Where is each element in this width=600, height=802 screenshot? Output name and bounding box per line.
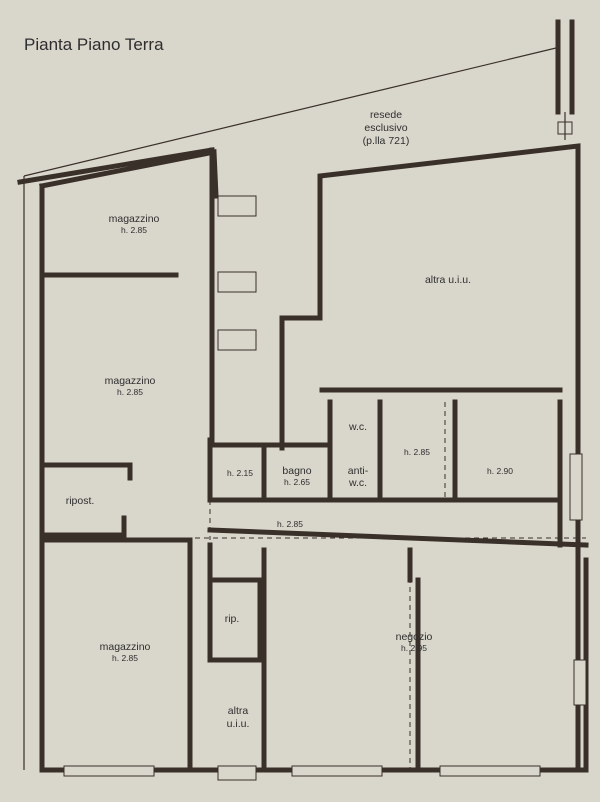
window-icon: [63, 765, 155, 777]
room-altra-uiu-top: altra u.i.u.: [425, 274, 471, 286]
room-small-height: h. 2.15: [227, 468, 253, 478]
room-bagno-name: bagno: [282, 465, 311, 477]
resede-line2: esclusivo: [364, 122, 407, 134]
room-290-height: h. 2.90: [487, 466, 513, 476]
site-boundary: [17, 19, 575, 770]
room-magazzino-mid-height: h. 2.85: [117, 387, 143, 397]
room-rip: rip.: [225, 613, 240, 625]
room-magazzino-bottom-height: h. 2.85: [112, 653, 138, 663]
room-negozio-name: negozio: [396, 631, 433, 643]
threshold-lines: [42, 402, 586, 770]
room-magazzino-bottom-name: magazzino: [100, 641, 151, 653]
corridor-height: h. 2.85: [277, 519, 303, 529]
room-285-height: h. 2.85: [404, 447, 430, 457]
window-icon: [217, 195, 257, 217]
room-ripost: ripost.: [66, 495, 95, 507]
window-icon: [217, 329, 257, 351]
entrance-step-icon: [217, 765, 257, 781]
room-magazzino-mid-name: magazzino: [105, 375, 156, 387]
gate-icon: [557, 121, 573, 135]
exterior-walls: [39, 143, 589, 773]
room-magazzino-top-name: magazzino: [109, 213, 160, 225]
resede-label: resede esclusivo (p.lla 721): [363, 109, 410, 147]
resede-line1: resede: [370, 109, 402, 121]
room-negozio-height: h. 2.95: [401, 643, 427, 653]
window-icon: [569, 453, 583, 521]
room-anti-wc-line2: w.c.: [348, 477, 367, 489]
room-magazzino-top-height: h. 2.85: [121, 225, 147, 235]
room-altra-uiu-bottom-line2: u.i.u.: [227, 718, 250, 730]
room-altra-uiu-bottom-line1: altra: [228, 705, 249, 717]
window-icon: [573, 659, 587, 706]
room-wc: w.c.: [348, 421, 367, 433]
resede-line3: (p.lla 721): [363, 135, 410, 147]
room-anti-wc-line1: anti-: [348, 465, 369, 477]
window-icon: [291, 765, 383, 777]
window-icon: [439, 765, 541, 777]
interior-walls: [39, 272, 589, 773]
window-icon: [217, 271, 257, 293]
room-bagno-height: h. 2.65: [284, 477, 310, 487]
windows: [63, 195, 587, 781]
plan-title: Pianta Piano Terra: [24, 35, 164, 54]
